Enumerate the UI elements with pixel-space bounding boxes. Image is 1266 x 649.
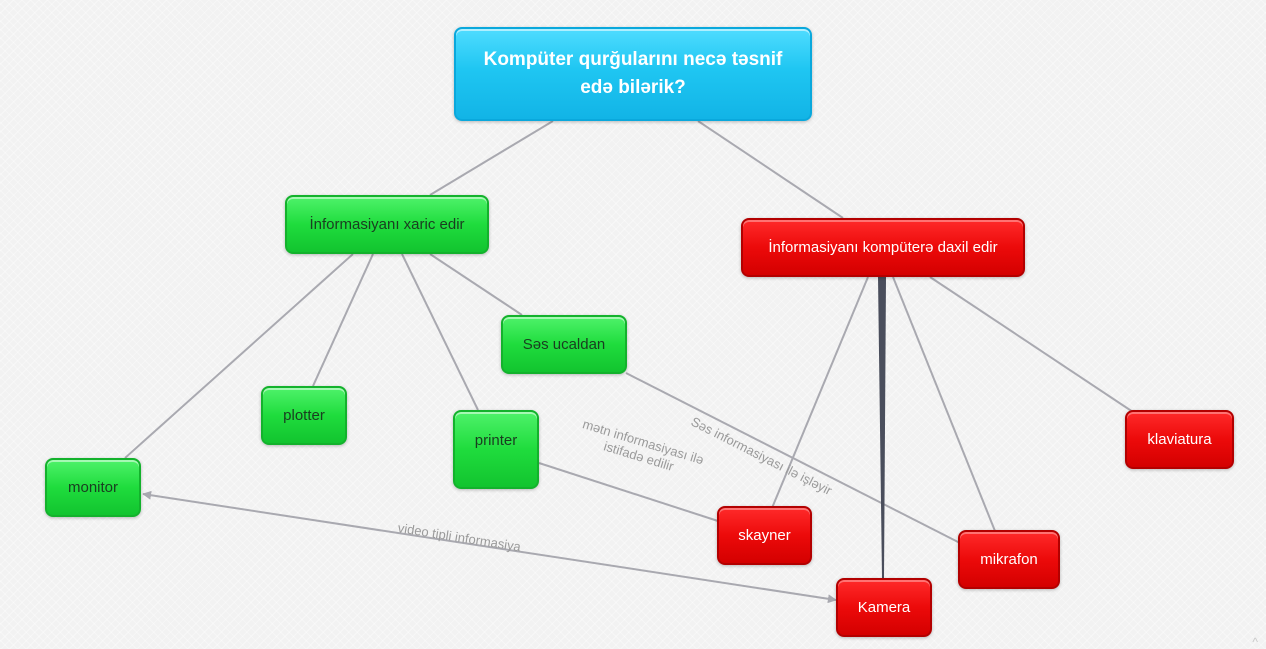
output-group-node[interactable]: İnformasiyanı xaric edir: [285, 195, 489, 254]
microphone-node[interactable]: mikrafon: [958, 530, 1060, 589]
edge-output-speaker: [429, 253, 523, 316]
edge-input-scanner: [771, 276, 869, 509]
edge-output-plotter: [312, 253, 374, 387]
camera-node[interactable]: Kamera: [836, 578, 932, 637]
keyboard-label: klaviatura: [1147, 431, 1212, 448]
edge-input-keyboard: [929, 276, 1134, 413]
caret-up-icon: ^: [1252, 635, 1258, 649]
root-question-text: Kompüter qurğularını necə təsnif edə bil…: [483, 49, 783, 98]
edge-root-output: [429, 120, 554, 196]
input-group-label: İnformasiyanı kompüterə daxil edir: [768, 239, 998, 256]
edge-output-monitor: [124, 253, 354, 459]
plotter-node[interactable]: plotter: [261, 386, 347, 445]
input-group-node[interactable]: İnformasiyanı kompüterə daxil edir: [741, 218, 1025, 277]
edge-input-camera: [878, 277, 886, 578]
scanner-label: skayner: [738, 527, 791, 544]
edge-root-input: [697, 120, 844, 219]
speaker-label: Səs ucaldan: [522, 336, 606, 353]
monitor-label: monitor: [67, 479, 119, 496]
keyboard-node[interactable]: klaviatura: [1125, 410, 1234, 469]
scanner-node[interactable]: skayner: [717, 506, 812, 565]
edge-input-microphone: [892, 276, 996, 532]
monitor-node[interactable]: monitor: [45, 458, 141, 517]
edge-monitor-camera: [142, 490, 837, 604]
plotter-label: plotter: [283, 407, 325, 424]
camera-label: Kamera: [857, 599, 911, 616]
output-group-label: İnformasiyanı xaric edir: [309, 216, 465, 233]
printer-label: printer: [474, 432, 518, 449]
printer-node[interactable]: printer: [453, 410, 539, 489]
edge-speaker-microphone: [625, 372, 961, 544]
root-question-node[interactable]: Kompüter qurğularını necə təsnif edə bil…: [454, 27, 812, 121]
edge-output-printer: [401, 253, 479, 411]
speaker-node[interactable]: Səs ucaldan: [501, 315, 627, 374]
microphone-label: mikrafon: [980, 551, 1038, 568]
